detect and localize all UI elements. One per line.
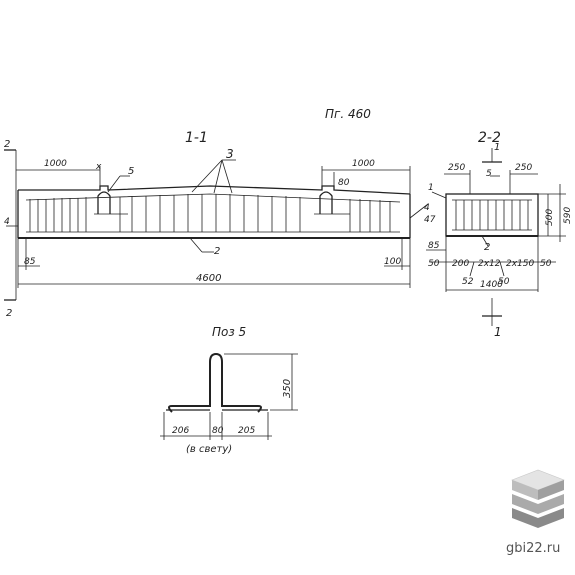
- dim-2x12: 2x12: [478, 259, 501, 269]
- series-label: Пг. 460: [325, 107, 371, 121]
- section-1-1-view: 2 2 1000 x 1000 80: [4, 139, 430, 319]
- watermark-logo: gbi22.ru: [506, 469, 565, 556]
- section-title-1-1: 1-1: [185, 130, 208, 146]
- dim-50-left: 50: [428, 259, 440, 269]
- cut1-mark-bottom: 1: [494, 325, 502, 339]
- dim-250-left: 250: [448, 163, 465, 173]
- sec-pos-5: 5: [486, 169, 492, 179]
- dim-left-1000: 1000: [44, 159, 67, 169]
- dim-250-right: 250: [515, 163, 532, 173]
- dim-100: 100: [384, 257, 401, 267]
- detail-dim-350: 350: [282, 379, 293, 398]
- dim-500: 500: [545, 209, 555, 226]
- section-2-2-view: 1 1 250 250 5 1: [424, 142, 573, 339]
- detail-dim-205: 205: [238, 426, 255, 436]
- section-title-2-2: 2-2: [478, 130, 501, 146]
- sec-pos-2: 2: [484, 242, 490, 253]
- dim-total-4600: 4600: [196, 273, 221, 284]
- dim-590: 590: [563, 207, 573, 224]
- dim-total-1400: 1400: [480, 280, 503, 290]
- dim-50-bottom: 50: [498, 277, 510, 287]
- pos-5-label: 5: [128, 166, 134, 177]
- detail-title: Поз 5: [212, 325, 246, 339]
- dim-right-1000: 1000: [352, 159, 375, 169]
- dim-85: 85: [428, 241, 440, 251]
- pos-3-label: 3: [226, 147, 234, 161]
- dim-80: 80: [338, 178, 350, 188]
- dim-50-right: 50: [540, 259, 552, 269]
- dim-200: 200: [452, 259, 469, 269]
- pos-4-left: 4: [4, 217, 10, 227]
- dim-47: 47: [424, 215, 436, 225]
- cut-mark-bottom: 2: [6, 308, 12, 319]
- watermark-site: gbi22.ru: [506, 541, 560, 556]
- pos-2-label: 2: [214, 246, 220, 257]
- pos-4-right: 4: [424, 203, 430, 213]
- cut-mark-top: 2: [4, 139, 10, 150]
- detail-dim-80: 80: [212, 426, 224, 436]
- detail-note: (в свету): [186, 444, 232, 455]
- detail-pos-5: Поз 5 350 206 80 205 (в свету): [160, 325, 298, 455]
- sec-pos-1: 1: [428, 183, 434, 193]
- dim-x-mark: x: [95, 162, 102, 172]
- dim-85-left: 85: [24, 257, 36, 267]
- dim-52: 52: [462, 277, 474, 287]
- dim-2x150: 2x150: [506, 259, 535, 269]
- detail-dim-206: 206: [172, 426, 189, 436]
- cut1-mark-top: 1: [494, 142, 500, 153]
